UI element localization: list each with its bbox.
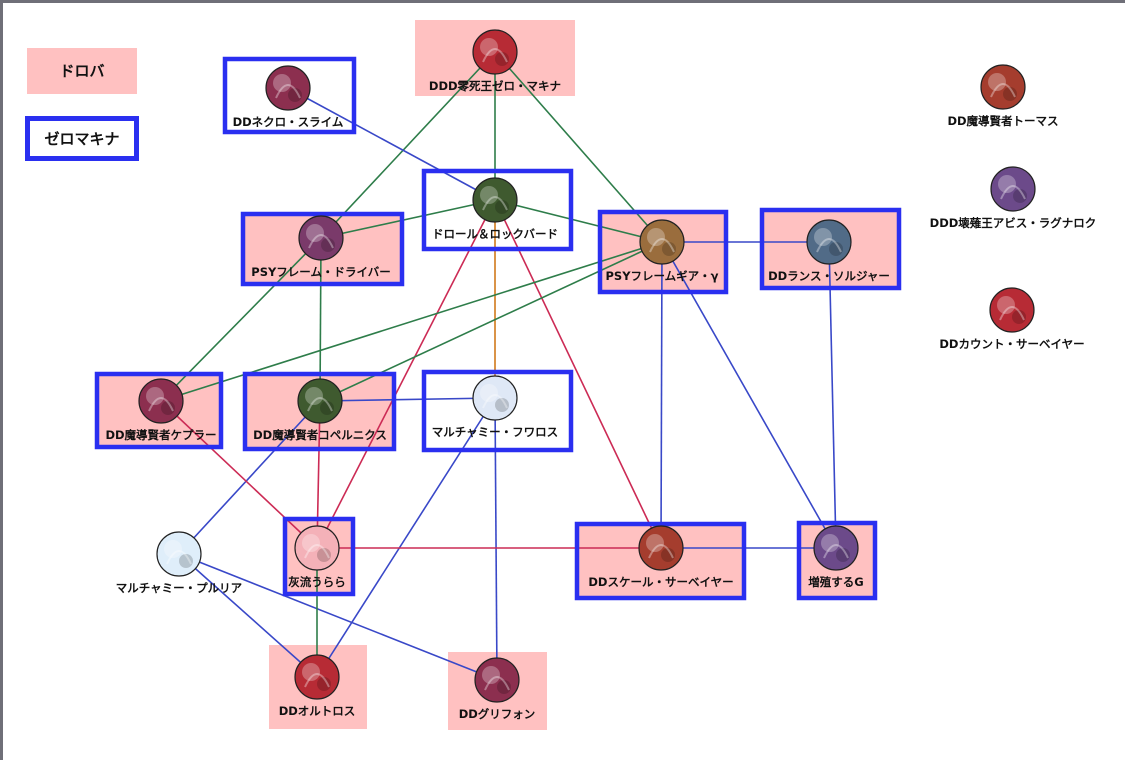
- node-border-necro-slime: [222, 56, 357, 135]
- legend-blue-label: ゼロマキナ: [44, 130, 119, 148]
- edge-necro-slime-droll-lockbird: [287, 87, 496, 201]
- node-label-lance-soldier: DDランス・ソルジャー: [768, 269, 890, 283]
- node-border-kepler: [94, 371, 224, 450]
- node-orthros[interactable]: DDオルトロス: [279, 654, 356, 718]
- witch-and-bird-card-art-icon: [472, 177, 518, 223]
- node-label-zero-machina: DDD零死王ゼロ・マキナ: [429, 79, 561, 93]
- edge-lance-soldier-maxx-c: [828, 241, 837, 549]
- node-label-maxx-c: 増殖するG: [808, 575, 863, 589]
- node-label-abyss-ragnarok: DDD壊薙王アビス・ラグナロク: [930, 216, 1097, 230]
- legend-blue-swatch: [25, 116, 139, 161]
- scale-surveyor-card-art-icon: [638, 525, 684, 571]
- node-label-scale-surveyor: DDスケール・サーベイヤー: [588, 575, 733, 589]
- psychic-driver-card-art-icon: [298, 215, 344, 261]
- window-frame-left: [0, 0, 3, 760]
- edge-mal-furloss-gryphon: [494, 397, 498, 681]
- node-maxx-c[interactable]: 増殖するG: [796, 520, 878, 601]
- node-copernicus[interactable]: DD魔導賢者コペルニクス: [242, 371, 397, 452]
- node-border-mal-furloss: [421, 369, 574, 453]
- node-zero-machina[interactable]: DDD零死王ゼロ・マキナ: [429, 29, 561, 93]
- node-label-count-surveyor: DDカウント・サーベイヤー: [939, 337, 1084, 351]
- mal-furloss-card-art-icon: [472, 375, 518, 421]
- window-frame-top: [0, 0, 1125, 3]
- node-border-scale-surveyor: [574, 521, 747, 601]
- edge-mal-pruria-gryphon: [178, 553, 498, 681]
- mal-pruria-card-art-icon: [156, 531, 202, 577]
- edge-mal-furloss-orthros: [316, 397, 496, 678]
- node-kepler[interactable]: DD魔導賢者ケプラー: [94, 371, 224, 450]
- node-label-ash-blossom: 灰流うらら: [288, 575, 346, 589]
- edge-copernicus-mal-pruria: [178, 400, 321, 555]
- sage-copernicus-card-art-icon: [297, 378, 343, 424]
- node-psy-driver[interactable]: PSYフレーム・ドライバー: [240, 211, 405, 287]
- edge-kepler-ash-blossom: [160, 400, 318, 549]
- node-label-necro-slime: DDネクロ・スライム: [233, 115, 344, 129]
- node-label-thomas: DD魔導賢者トーマス: [947, 114, 1058, 128]
- node-label-droll-lockbird: ドロール＆ロックバード: [432, 227, 558, 241]
- edge-psy-gear-gamma-scale-surveyor: [660, 241, 663, 549]
- node-border-copernicus: [242, 371, 397, 452]
- edge-droll-lockbird-psy-driver: [320, 199, 496, 239]
- node-ash-blossom[interactable]: 灰流うらら: [282, 516, 356, 597]
- abyss-king-card-art-icon: [990, 166, 1036, 212]
- edge-mal-pruria-orthros: [178, 553, 318, 678]
- legend: ドロバ ゼロマキナ: [25, 48, 139, 161]
- node-label-mal-pruria: マルチャミー・プルリア: [116, 581, 243, 595]
- legend-pink-label: ドロバ: [59, 62, 104, 80]
- node-label-kepler: DD魔導賢者ケプラー: [105, 428, 216, 442]
- node-border-psy-driver: [240, 211, 405, 287]
- edge-copernicus-ash-blossom: [316, 400, 321, 549]
- psychic-gear-card-art-icon: [639, 219, 685, 265]
- node-label-mal-furloss: マルチャミー・フワロス: [432, 425, 558, 439]
- maxx-c-card-art-icon: [813, 525, 859, 571]
- edge-droll-lockbird-psy-gear-gamma: [494, 199, 663, 243]
- edge-copernicus-mal-furloss: [319, 397, 496, 402]
- node-thomas[interactable]: DD魔導賢者トーマス: [947, 64, 1059, 128]
- edge-psy-driver-copernicus: [319, 237, 322, 402]
- node-border-lance-soldier: [759, 207, 902, 291]
- node-border-psy-gear-gamma: [597, 209, 729, 295]
- gryphon-card-art-icon: [474, 657, 520, 703]
- node-abyss-ragnarok[interactable]: DDD壊薙王アビス・ラグナロク: [930, 166, 1097, 230]
- node-label-psy-gear-gamma: PSYフレームギア・γ: [605, 269, 718, 283]
- orthros-card-art-icon: [294, 654, 340, 700]
- edge-psy-gear-gamma-kepler: [160, 241, 663, 402]
- node-border-droll-lockbird: [421, 168, 574, 252]
- node-lance-soldier[interactable]: DDランス・ソルジャー: [759, 207, 902, 291]
- edge-droll-lockbird-scale-surveyor: [494, 199, 662, 549]
- node-border-ash-blossom: [282, 516, 356, 597]
- legend-pink-swatch: [27, 48, 137, 94]
- sage-kepler-card-art-icon: [138, 378, 184, 424]
- node-label-gryphon: DDグリフォン: [459, 707, 536, 721]
- node-gryphon[interactable]: DDグリフォン: [459, 657, 536, 721]
- node-label-orthros: DDオルトロス: [279, 704, 356, 718]
- node-scale-surveyor[interactable]: DDスケール・サーベイヤー: [574, 521, 747, 601]
- node-mal-pruria[interactable]: マルチャミー・プルリア: [116, 531, 243, 595]
- count-surveyor-card-art-icon: [989, 287, 1035, 333]
- edge-droll-lockbird-ash-blossom: [316, 199, 496, 549]
- node-psy-gear-gamma[interactable]: PSYフレームギア・γ: [597, 209, 729, 295]
- node-border-maxx-c: [796, 520, 878, 601]
- node-droll-lockbird[interactable]: ドロール＆ロックバード: [421, 168, 574, 252]
- node-label-psy-driver: PSYフレーム・ドライバー: [251, 265, 390, 279]
- sage-thomas-card-art-icon: [980, 64, 1026, 110]
- node-mal-furloss[interactable]: マルチャミー・フワロス: [421, 369, 574, 453]
- node-necro-slime[interactable]: DDネクロ・スライム: [222, 56, 357, 135]
- node-label-copernicus: DD魔導賢者コペルニクス: [253, 428, 387, 442]
- edge-zero-machina-psy-driver: [320, 51, 496, 239]
- ash-blossom-card-art-icon: [294, 525, 340, 571]
- red-slime-card-art-icon: [265, 65, 311, 111]
- node-count-surveyor[interactable]: DDカウント・サーベイヤー: [939, 287, 1085, 351]
- lance-soldier-card-art-icon: [806, 219, 852, 265]
- red-demon-king-card-art-icon: [472, 29, 518, 75]
